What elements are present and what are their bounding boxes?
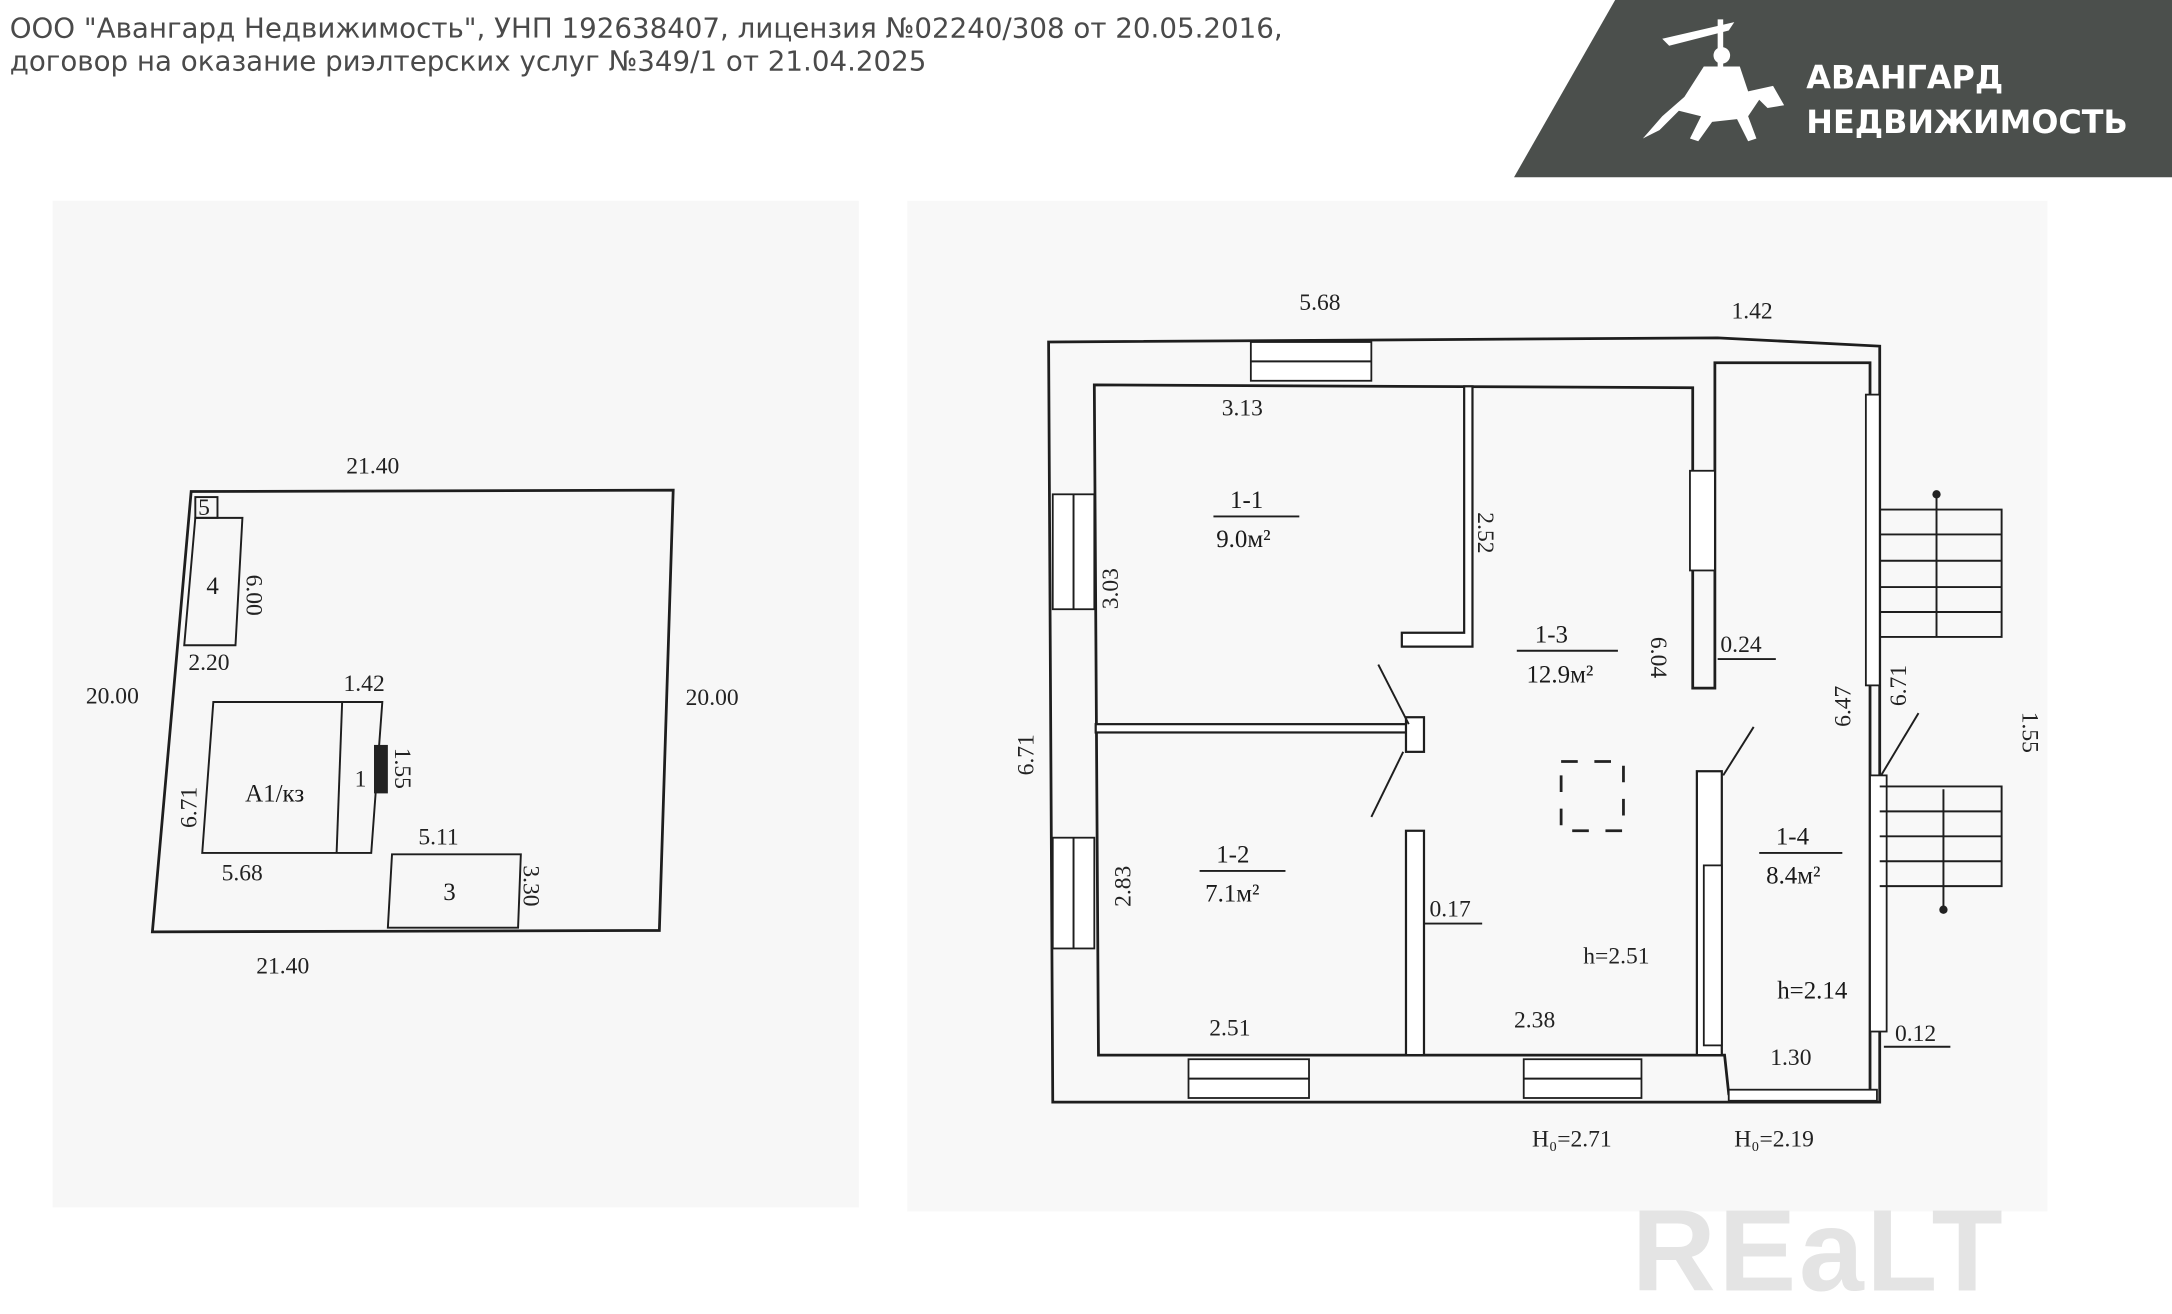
realt-watermark: REaLT: [1632, 1185, 2006, 1314]
room-1-4-label: 1-4: [1776, 824, 1810, 851]
dim-porch-inner: 6.47: [1831, 686, 1857, 727]
partition-post: [1404, 716, 1426, 753]
door-swing: [1880, 712, 1920, 776]
agency-info-line-1: ООО "Авангард Недвижимость", УНП 1926384…: [10, 11, 1283, 44]
dim-room-1-1-width: 3.13: [1222, 395, 1263, 421]
entrance-stairs: [374, 744, 388, 794]
knight-on-horse-icon: [1642, 19, 1785, 142]
outer-wall: [1047, 336, 1882, 1104]
dim-wall-0-12: 0.12: [1895, 1021, 1936, 1047]
porch-depth: 1.55: [389, 748, 415, 789]
plot-top-dimension: 21.40: [346, 454, 399, 480]
plot-right-dimension: 20.00: [686, 685, 739, 711]
house-depth: 6.71: [177, 787, 203, 828]
site-plan: 21.40 21.40 20.00 20.00 5 4 6.00 2.20 1.…: [86, 454, 739, 980]
floor-plan-scan: [907, 200, 2048, 1212]
shed-4: [183, 516, 244, 647]
plot-bottom-dimension: 21.40: [256, 953, 309, 979]
logo-text-line-2: НЕДВИЖИМОСТЬ: [1806, 103, 2128, 141]
dim-top-porch: 1.42: [1732, 298, 1773, 324]
door-swing: [1377, 664, 1410, 725]
dim-room-1-1-depth: 3.03: [1098, 568, 1124, 609]
plot-left-dimension: 20.00: [86, 683, 139, 709]
dim-partition: 2.52: [1472, 512, 1498, 553]
dim-room-1-4-width: 1.30: [1770, 1045, 1811, 1071]
logo-text-line-1: АВАНГАРД: [1806, 59, 2003, 97]
shed-5-label: 5: [198, 495, 210, 521]
logo-panel: АВАНГАРД НЕДВИЖИМОСТЬ: [1514, 0, 2172, 178]
door-swing: [1722, 726, 1755, 776]
shed-3: [386, 853, 522, 929]
window: [1864, 393, 1881, 687]
partition-1-1-1-3: [1400, 385, 1474, 648]
site-plan-scan: [52, 200, 859, 1208]
agency-info-line-2: договор на оказание риэлтерских услуг №3…: [10, 45, 927, 78]
porch-label: 1: [355, 766, 367, 792]
shed-4-label: 4: [206, 573, 219, 600]
dim-wall-0-17: 0.17: [1430, 897, 1471, 923]
door-swing: [1370, 751, 1405, 818]
dim-room-1-2-depth: 2.83: [1110, 866, 1136, 907]
dim-stairs: 1.55: [2016, 712, 2042, 753]
partition-1-2-1-3: [1404, 829, 1426, 1057]
porch-ceiling-height: h=2.14: [1777, 977, 1848, 1004]
porch-outer-height: H₀=2.19: [1734, 1126, 1814, 1152]
main-outer-height: H₀=2.71: [1532, 1126, 1612, 1152]
room-1-4-area: 8.4м²: [1766, 862, 1820, 889]
dim-room-1-2-width: 2.51: [1209, 1016, 1250, 1042]
room-1-2-area: 7.1м²: [1205, 880, 1259, 907]
room-1-2-label: 1-2: [1216, 842, 1249, 869]
shed-4-depth: 6.00: [241, 575, 267, 616]
stairs-bottom: [1879, 785, 2003, 914]
house-width: 5.68: [222, 861, 263, 887]
porch-width: 1.42: [344, 671, 385, 697]
window: [1702, 864, 1723, 1047]
dim-left-total: 6.71: [1013, 734, 1039, 775]
dim-porch-outer: 6.71: [1886, 665, 1912, 706]
stairs-top: [1879, 490, 2003, 638]
shed-4-width: 2.20: [188, 650, 229, 676]
partition-1-1-1-2: [1094, 723, 1410, 734]
dim-room-1-3-width: 2.38: [1514, 1007, 1555, 1033]
floor-plan: 1-1 9.0м² 1-2 7.1м² 1-3 12.9м² 1-4 8.4м²…: [1013, 290, 2042, 1152]
shed-3-label: 3: [443, 879, 455, 906]
dim-room-1-3-depth: 6.04: [1645, 637, 1671, 678]
dim-top-main: 5.68: [1299, 290, 1340, 316]
window: [1727, 1088, 1878, 1102]
window: [1689, 469, 1716, 572]
window: [1869, 774, 1888, 1033]
room-1-1-area: 9.0м²: [1216, 526, 1270, 553]
room-1-1-label: 1-1: [1230, 487, 1263, 514]
plot-boundary: [150, 488, 675, 934]
house-label: А1/кз: [245, 781, 304, 808]
porch-divider: [335, 701, 344, 853]
shed-3-width: 5.11: [418, 825, 458, 851]
room-1-3-area: 12.9м²: [1526, 662, 1593, 689]
inner-wall: [1092, 361, 1872, 1096]
dim-wall-0-24: 0.24: [1720, 632, 1761, 658]
house-a1: [201, 701, 384, 854]
shed-3-depth: 3.30: [518, 865, 544, 906]
room-1-3-label: 1-3: [1535, 621, 1568, 648]
main-ceiling-height: h=2.51: [1583, 944, 1649, 970]
